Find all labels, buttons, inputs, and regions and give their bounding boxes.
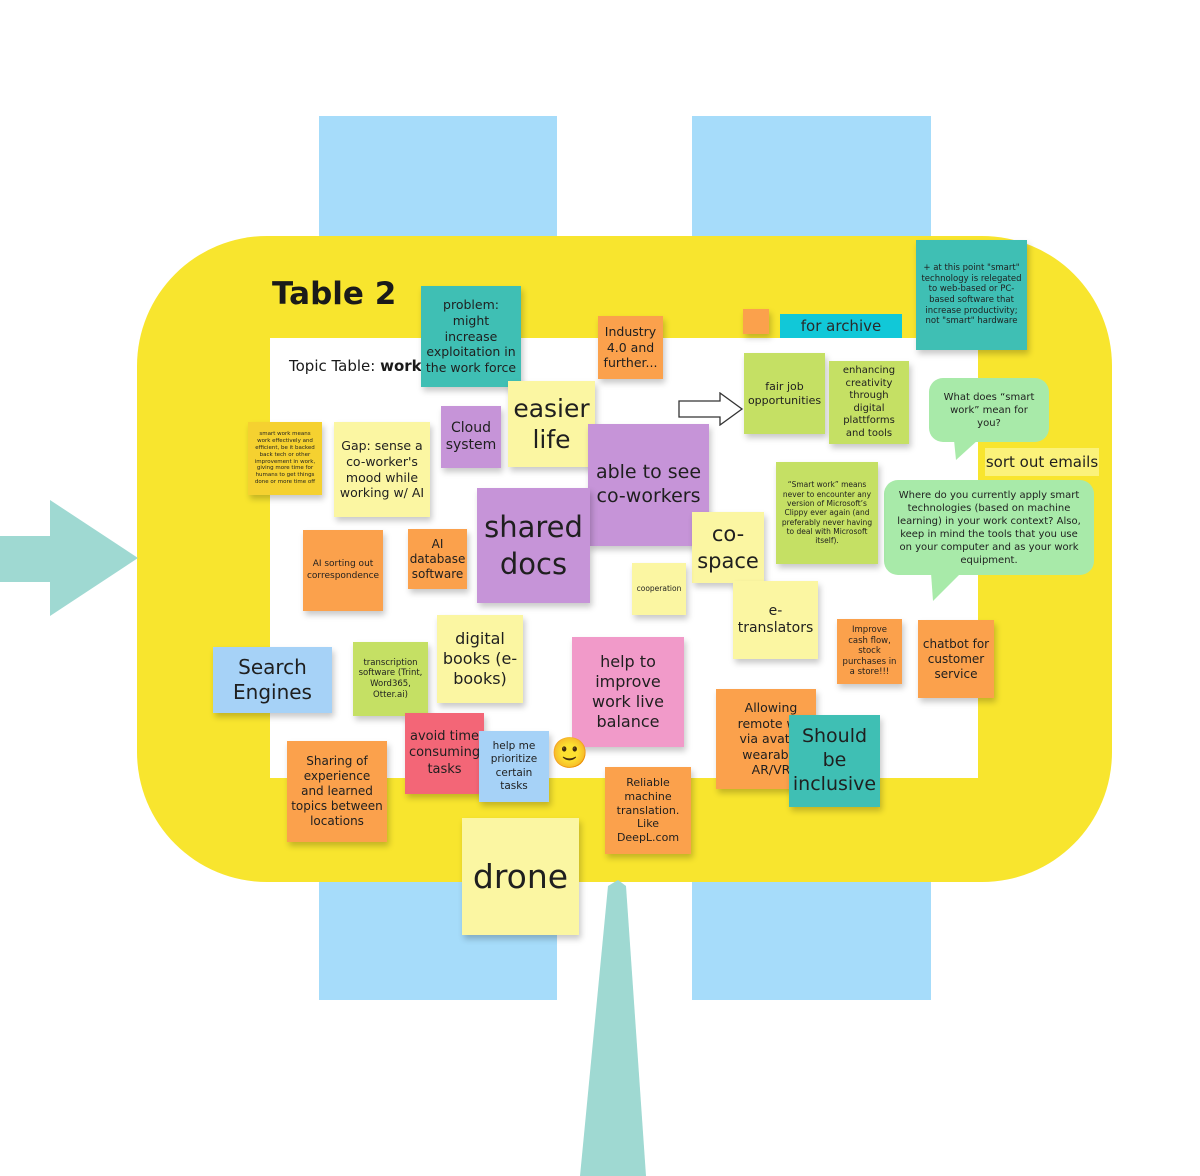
note-avoid-time[interactable]: avoid time consuming tasks xyxy=(405,713,484,794)
chair-top-left xyxy=(319,116,557,242)
note-inclusive[interactable]: Should be inclusive xyxy=(789,715,880,807)
note-drone[interactable]: drone xyxy=(462,818,579,935)
apply-question-bubble: Where do you currently apply smart techn… xyxy=(884,480,1094,575)
note-gap[interactable]: Gap: sense a co-worker's mood while work… xyxy=(334,422,430,517)
note-chatbot[interactable]: chatbot for customer service xyxy=(918,620,994,698)
note-prioritize[interactable]: help me prioritize certain tasks xyxy=(479,731,549,802)
note-able-to-see[interactable]: able to see co-workers xyxy=(588,424,709,546)
board-title: Table 2 xyxy=(272,276,397,312)
note-ai-database[interactable]: AI database software xyxy=(408,529,467,589)
note-help-improve[interactable]: help to improve work live balance xyxy=(572,637,684,747)
note-easier[interactable]: easier life xyxy=(508,381,595,467)
note-reliable[interactable]: Reliable machine translation. Like DeepL… xyxy=(605,767,691,854)
left-arrow-icon xyxy=(0,500,138,616)
bottom-spike-icon xyxy=(580,880,646,1176)
note-ai-sorting[interactable]: AI sorting out correspondence xyxy=(303,530,383,611)
note-problem[interactable]: problem: might increase exploitation in … xyxy=(421,286,521,387)
note-fair-job[interactable]: fair job opportunities xyxy=(744,353,825,434)
note-shared-docs[interactable]: shared docs xyxy=(477,488,590,603)
smiley-icon: 🙂 xyxy=(551,736,589,771)
note-search[interactable]: Search Engines xyxy=(213,647,332,713)
note-digital-books[interactable]: digital books (e-books) xyxy=(437,615,523,703)
note-smart-point[interactable]: + at this point "smart" technology is re… xyxy=(916,240,1027,350)
right-arrow-outline-icon xyxy=(678,392,744,426)
note-smart-efficient[interactable]: smart work means work effectively and ef… xyxy=(248,422,322,495)
note-sharing[interactable]: Sharing of experience and learned topics… xyxy=(287,741,387,842)
note-improve-cash[interactable]: Improve cash flow, stock purchases in a … xyxy=(837,619,902,684)
note-clippy[interactable]: “Smart work” means never to encounter an… xyxy=(776,462,878,564)
note-e-translators[interactable]: e-translators xyxy=(733,581,818,659)
small-orange-note[interactable] xyxy=(743,309,769,334)
note-industry[interactable]: Industry 4.0 and further... xyxy=(598,316,663,379)
topic-label: Topic Table: work xyxy=(289,357,422,375)
bubble-tail-1 xyxy=(954,440,978,460)
note-enhancing[interactable]: enhancing creativity through digital pla… xyxy=(829,361,909,444)
smart-work-question-bubble: What does “smart work” mean for you? xyxy=(929,378,1049,442)
sort-out-emails-label: sort out emails xyxy=(985,448,1099,476)
note-cooperation[interactable]: cooperation xyxy=(632,563,686,615)
for-archive-label: for archive xyxy=(780,314,902,338)
note-transcription[interactable]: transcription software (Trint, Word365, … xyxy=(353,642,428,716)
bubble-tail-2 xyxy=(931,573,961,601)
chair-bottom-right xyxy=(692,876,931,1000)
note-co-space[interactable]: co-space xyxy=(692,512,764,583)
chair-top-right xyxy=(692,116,931,242)
note-cloud[interactable]: Cloud system xyxy=(441,406,501,468)
